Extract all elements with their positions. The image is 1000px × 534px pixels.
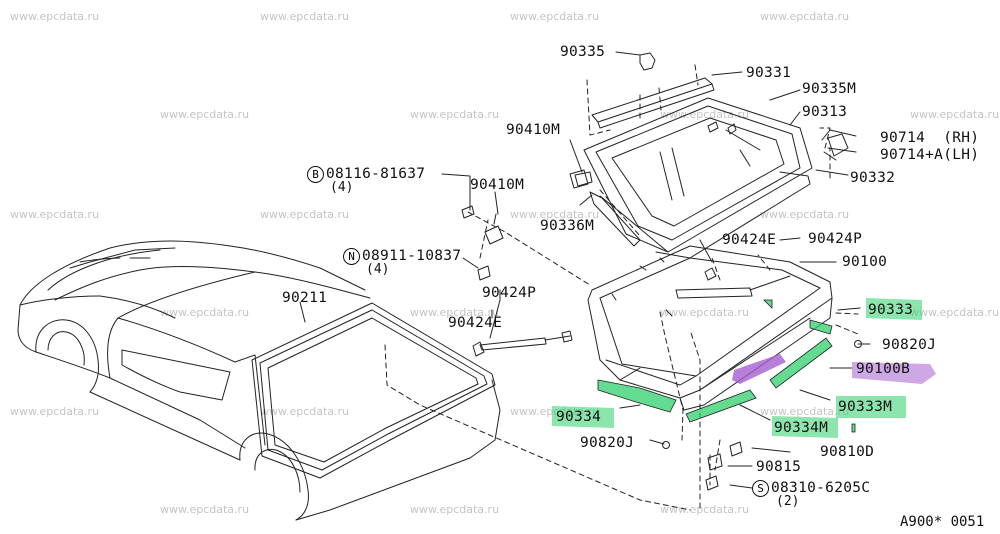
watermark: www.epcdata.ru <box>260 10 350 23</box>
watermark: www.epcdata.ru <box>160 108 250 121</box>
part-label-90335M: 90335M <box>802 81 857 97</box>
molding-90333M <box>769 337 833 389</box>
part-label-90410M-hinge: 90410M <box>470 177 525 193</box>
watermark: www.epcdata.ru <box>10 10 100 23</box>
watermark: www.epcdata.ru <box>410 306 500 319</box>
highlight-mark <box>851 423 856 433</box>
watermark: www.epcdata.ru <box>660 108 750 121</box>
watermark: www.epcdata.ru <box>760 208 850 221</box>
part-label-90100B: 90100B <box>856 361 911 377</box>
part-label-90815: 90815 <box>756 459 802 475</box>
hinge-bracket <box>461 169 589 281</box>
part-label-90333: 90333 <box>868 302 914 318</box>
part-label-90820J-right: 90820J <box>882 337 937 353</box>
part-label-screw: 08310-6205C <box>771 480 871 496</box>
watermark: www.epcdata.ru <box>260 405 350 418</box>
fasteners <box>662 340 862 491</box>
watermark: www.epcdata.ru <box>260 208 350 221</box>
part-label-90336M: 90336M <box>540 218 595 234</box>
label-highlight-green <box>552 298 922 438</box>
gas-strut-upper <box>675 267 791 299</box>
watermark: www.epcdata.ru <box>10 208 100 221</box>
watermark: www.epcdata.ru <box>510 10 600 23</box>
bolt-prefix-badge: B <box>307 166 324 183</box>
guide-lines <box>384 64 859 511</box>
part-label-90424E: 90424E <box>448 315 503 331</box>
watermark: www.epcdata.ru <box>160 503 250 516</box>
part-label-90313: 90313 <box>802 104 848 120</box>
molding-90334 <box>597 379 677 413</box>
highlight-mark <box>763 299 773 309</box>
nut-quantity: (4) <box>366 262 390 277</box>
part-label-90810D: 90810D <box>820 444 875 460</box>
watermark: www.epcdata.ru <box>160 306 250 319</box>
leader-lines <box>299 51 871 489</box>
part-label-90333M: 90333M <box>838 399 893 415</box>
part-label-90211: 90211 <box>282 290 328 306</box>
screw-prefix-badge: S <box>752 480 769 497</box>
part-label-90100: 90100 <box>842 254 888 270</box>
part-label-90335: 90335 <box>560 44 606 60</box>
car-body <box>17 240 501 521</box>
part-label-nut: 08911-10837 <box>362 248 462 264</box>
part-label-90714: 90714 (RH) <box>880 130 980 146</box>
screw-quantity: (2) <box>776 494 800 509</box>
part-label-90424P: 90424P <box>482 285 537 301</box>
nut-prefix-badge: N <box>343 248 360 265</box>
part-label-90820J-left: 90820J <box>580 435 635 451</box>
highlight-marks <box>597 299 856 433</box>
watermark: www.epcdata.ru <box>760 10 850 23</box>
highlight-mark-purple <box>732 354 936 384</box>
rear-hatch <box>587 245 833 411</box>
watermark: www.epcdata.ru <box>410 108 500 121</box>
gas-strut-lower <box>472 330 573 357</box>
part-label-90410M: 90410M <box>506 122 561 138</box>
part-label-90424E-upper: 90424E <box>722 232 777 248</box>
part-label-90334: 90334 <box>556 409 602 425</box>
watermark: www.epcdata.ru <box>660 503 750 516</box>
part-label-90424P-upper: 90424P <box>808 231 863 247</box>
watermark: www.epcdata.ru <box>10 405 100 418</box>
watermark: www.epcdata.ru <box>760 405 850 418</box>
part-label-90332: 90332 <box>850 170 896 186</box>
part-label-bolt: 08116-81637 <box>326 166 426 182</box>
watermark: www.epcdata.ru <box>410 503 500 516</box>
watermark: www.epcdata.ru <box>510 208 600 221</box>
diagram-code: A900* 0051 <box>900 514 985 530</box>
part-label-90331: 90331 <box>746 65 792 81</box>
molding-90333 <box>809 319 833 335</box>
bolt-quantity: (4) <box>330 180 354 195</box>
watermark: www.epcdata.ru <box>660 306 750 319</box>
part-label-90334M: 90334M <box>774 420 829 436</box>
watermark: www.epcdata.ru <box>910 108 1000 121</box>
molding-90334M <box>685 389 757 423</box>
part-label-90714A: 90714+A(LH) <box>880 147 980 163</box>
watermark: www.epcdata.ru <box>910 306 1000 319</box>
rear-glass-assembly <box>574 52 849 259</box>
